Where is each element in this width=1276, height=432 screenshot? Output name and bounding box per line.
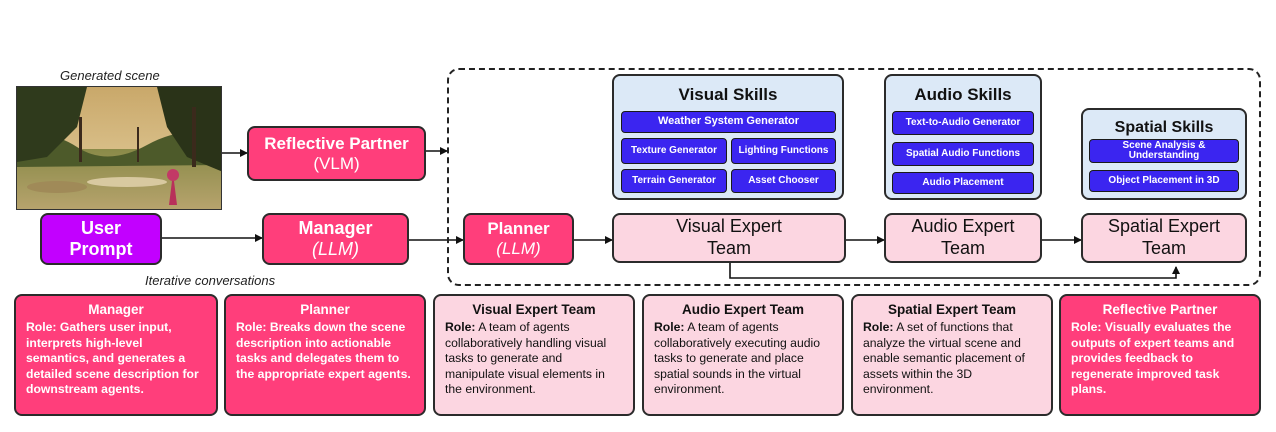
- visual-expert-team-node: Visual Expert Team: [612, 213, 846, 263]
- skill-weather-system-generator: Weather System Generator: [621, 111, 836, 133]
- card-visual-role-label: Role:: [445, 320, 476, 334]
- spatial-skills-panel: Spatial Skills Scene Analysis & Understa…: [1081, 108, 1247, 200]
- user-prompt-node: User Prompt: [40, 213, 162, 265]
- skill-object-placement-3d: Object Placement in 3D: [1089, 170, 1239, 192]
- card-planner-title: Planner: [300, 302, 350, 317]
- skill-audio-placement: Audio Placement: [892, 172, 1034, 194]
- card-spatial-role-label: Role:: [863, 320, 894, 334]
- skill-texture-generator: Texture Generator: [621, 138, 727, 164]
- visual-skills-panel: Visual Skills Weather System Generator T…: [612, 74, 844, 200]
- skill-terrain-generator: Terrain Generator: [621, 169, 727, 193]
- skill-text-to-audio-generator: Text-to-Audio Generator: [892, 111, 1034, 135]
- user-prompt-line2: Prompt: [69, 239, 133, 259]
- card-spatial-text: A set of functions that analyze the virt…: [863, 320, 1025, 397]
- manager-model: (LLM): [311, 239, 359, 259]
- card-reflective-role-label: Role:: [1071, 320, 1102, 334]
- card-manager-text: Gathers user input, interprets high-leve…: [26, 320, 199, 397]
- card-manager: Manager Role: Gathers user input, interp…: [14, 294, 218, 416]
- card-reflective-title: Reflective Partner: [1102, 302, 1218, 317]
- user-prompt-line1: User: [80, 218, 122, 239]
- planner-model: (LLM): [496, 239, 541, 258]
- skill-scene-analysis: Scene Analysis & Understanding: [1089, 139, 1239, 163]
- card-audio-expert-team: Audio Expert Team Role: A team of agents…: [642, 294, 844, 416]
- card-manager-title: Manager: [88, 302, 144, 317]
- spatial-skills-title: Spatial Skills: [1114, 119, 1214, 136]
- skill-lighting-functions: Lighting Functions: [731, 138, 836, 164]
- spatial-team-line1: Spatial Expert: [1107, 216, 1221, 237]
- card-spatial-expert-team: Spatial Expert Team Role: A set of funct…: [851, 294, 1053, 416]
- card-visual-expert-team: Visual Expert Team Role: A team of agent…: [433, 294, 635, 416]
- reflective-partner-node: Reflective Partner (VLM): [247, 126, 426, 181]
- manager-node: Manager (LLM): [262, 213, 409, 265]
- skill-asset-chooser: Asset Chooser: [731, 169, 836, 193]
- planner-title: Planner: [487, 219, 550, 239]
- reflective-partner-model: (VLM): [313, 153, 360, 173]
- audio-team-line1: Audio Expert: [911, 216, 1015, 237]
- card-spatial-title: Spatial Expert Team: [887, 302, 1017, 317]
- card-visual-title: Visual Expert Team: [472, 302, 596, 317]
- audio-skills-title: Audio Skills: [914, 85, 1012, 104]
- visual-skills-title: Visual Skills: [678, 85, 778, 104]
- audio-skills-panel: Audio Skills Text-to-Audio Generator Spa…: [884, 74, 1042, 200]
- spatial-expert-team-node: Spatial Expert Team: [1081, 213, 1247, 263]
- system-frame: [447, 68, 1261, 286]
- visual-team-line2: Team: [706, 238, 751, 258]
- card-reflective-text: Visually evaluates the outputs of expert…: [1071, 320, 1235, 397]
- planner-node: Planner (LLM): [463, 213, 574, 265]
- manager-title: Manager: [298, 218, 373, 239]
- spatial-team-line2: Team: [1141, 238, 1186, 258]
- audio-expert-team-node: Audio Expert Team: [884, 213, 1042, 263]
- generated-scene-image: [16, 86, 222, 210]
- skill-spatial-audio-functions: Spatial Audio Functions: [892, 142, 1034, 166]
- iterative-conversations-label: Iterative conversations: [145, 273, 276, 288]
- card-planner: Planner Role: Breaks down the scene desc…: [224, 294, 426, 416]
- card-planner-role-label: Role:: [236, 320, 267, 334]
- card-audio-role-label: Role:: [654, 320, 685, 334]
- card-audio-text: A team of agents collaboratively executi…: [654, 320, 820, 397]
- card-visual-text: A team of agents collaboratively handlin…: [445, 320, 607, 397]
- scene-caption: Generated scene: [60, 68, 160, 83]
- arrow-visual-to-spatial: [729, 263, 1180, 279]
- card-audio-title: Audio Expert Team: [681, 302, 805, 317]
- audio-team-line2: Team: [940, 238, 985, 258]
- reflective-partner-title: Reflective Partner: [264, 133, 409, 153]
- card-reflective-partner: Reflective Partner Role: Visually evalua…: [1059, 294, 1261, 416]
- card-planner-text: Breaks down the scene description into a…: [236, 320, 411, 381]
- card-manager-role-label: Role:: [26, 320, 57, 334]
- visual-team-line1: Visual Expert: [676, 216, 782, 237]
